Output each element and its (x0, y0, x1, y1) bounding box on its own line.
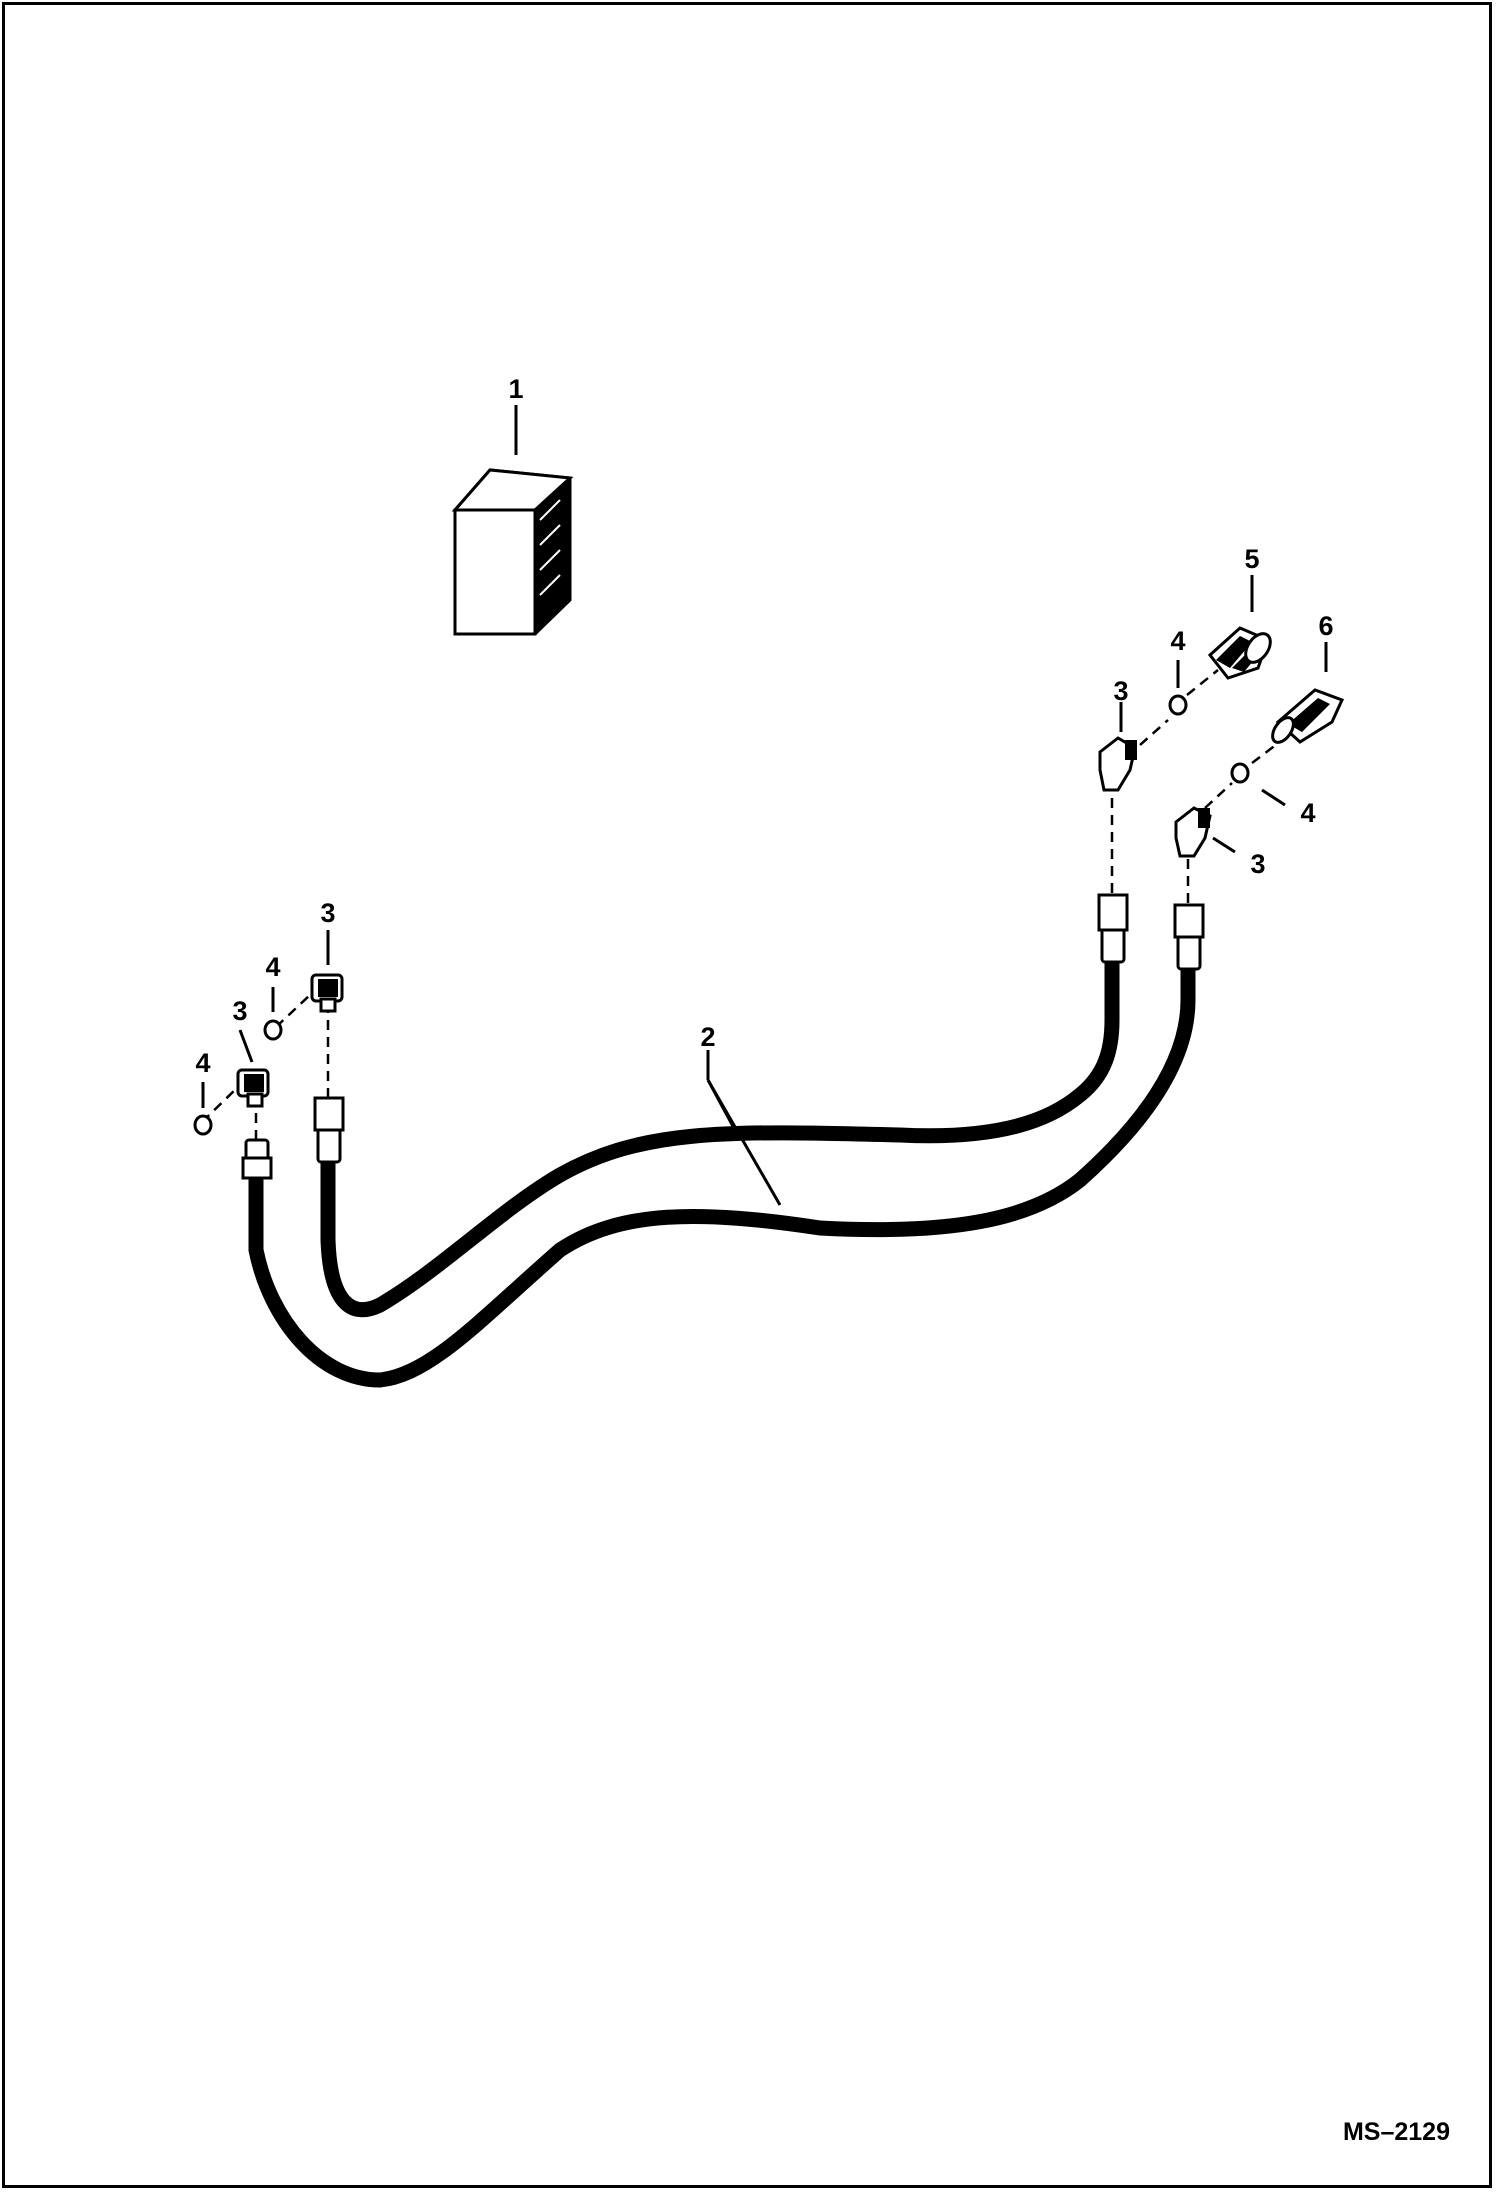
callout-3-left: 3 (232, 996, 247, 1026)
item-3-elbow-fittings (236, 702, 1236, 1108)
elbow-fitting-left-2 (310, 973, 344, 1013)
item-6-coupler (1271, 642, 1345, 744)
item-2-hoses (241, 893, 1205, 1388)
o-ring-2 (263, 1019, 283, 1041)
callout-labels: 1 2 3 3 3 3 4 4 4 4 5 6 (195, 374, 1333, 1078)
callout-4-right-top: 4 (1170, 626, 1185, 656)
item-5-coupler (1207, 575, 1272, 680)
callout-6: 6 (1318, 611, 1333, 641)
leader-3a (238, 1029, 254, 1063)
o-ring-1 (193, 1114, 213, 1136)
item-4-o-rings (193, 660, 1286, 1136)
callout-3-left-top: 3 (320, 898, 335, 928)
leader-4d (1261, 788, 1286, 807)
elbow-fitting-right-1 (1098, 736, 1137, 792)
drawing-number: MS–2129 (1343, 2118, 1450, 2146)
callout-3-right-top: 3 (1113, 676, 1128, 706)
o-ring-4 (1230, 762, 1250, 784)
elbow-fitting-left-1 (236, 1068, 270, 1108)
elbow-fitting-right-2 (1174, 806, 1212, 858)
item-1-box (451, 405, 574, 636)
callout-4-left: 4 (195, 1048, 210, 1078)
callout-4-right: 4 (1300, 798, 1315, 828)
o-ring-3 (1168, 694, 1188, 716)
callout-4-left-top: 4 (265, 952, 280, 982)
hose-upper (320, 950, 1120, 1318)
callout-2: 2 (700, 1022, 715, 1052)
hose-end-fittings (241, 893, 1205, 1180)
callout-3-right: 3 (1250, 849, 1265, 879)
leader-3d (1212, 836, 1236, 854)
callout-5: 5 (1244, 544, 1259, 574)
leader-2b (706, 1079, 782, 1206)
hose-lower (248, 957, 1196, 1388)
callout-1: 1 (508, 374, 523, 404)
